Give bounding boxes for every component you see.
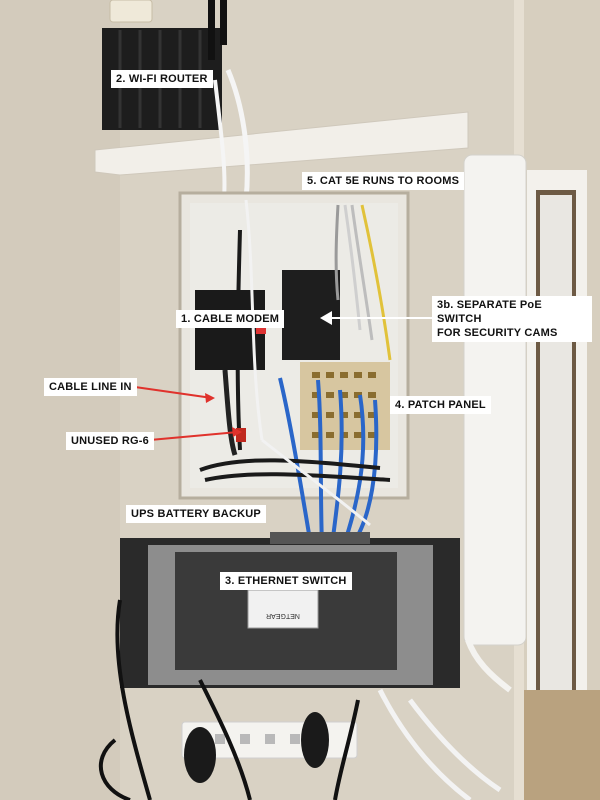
- rg6-connector: [236, 428, 246, 442]
- router-label: 2. WI-FI ROUTER: [111, 70, 213, 88]
- switch-product-label: [247, 589, 319, 629]
- poe-switch-label-line2: FOR SECURITY CAMS: [437, 327, 558, 339]
- red-arrow-cable-line-in: [127, 385, 215, 403]
- cable-line-in-label: CABLE LINE IN: [44, 378, 137, 396]
- switch-plate: [109, 0, 153, 23]
- ethernet-switch-label: 3. ETHERNET SWITCH: [220, 572, 352, 590]
- red-arrow-unused-rg6: [149, 427, 242, 441]
- white-power-cords: [377, 688, 502, 800]
- router-cord: [213, 79, 227, 201]
- raceway-cable: [465, 638, 512, 693]
- hallway-floor: [520, 690, 600, 800]
- cat5e-cables: [334, 204, 392, 361]
- wall-shadow: [0, 0, 120, 800]
- power-adapter: [301, 712, 329, 768]
- router-antenna: [220, 0, 227, 45]
- power-adapter: [184, 727, 216, 783]
- ups-label: UPS BATTERY BACKUP: [126, 505, 266, 523]
- cable-modem-label: 1. CABLE MODEM: [176, 310, 285, 328]
- patch-panel-ports: [312, 372, 376, 438]
- modem-indicator: [256, 322, 266, 334]
- router-antenna: [208, 0, 215, 60]
- switch-brand-text: NETGEAR: [266, 612, 300, 619]
- power-cords: [98, 599, 360, 800]
- white-arrow-poe-switch: [320, 311, 432, 325]
- shelf: [94, 111, 469, 176]
- poe-switch-label: 3b. SEPARATE PoE SWITCH FOR SECURITY CAM…: [432, 296, 592, 342]
- patch-panel-label: 4. PATCH PANEL: [390, 396, 491, 414]
- coax-cable: [222, 369, 238, 456]
- door-panel: [540, 195, 572, 695]
- poe-switch-label-line1: 3b. SEPARATE PoE SWITCH: [437, 299, 542, 325]
- switch-top-ports: [270, 532, 370, 544]
- black-cable-bundle: [199, 229, 391, 482]
- cat5e-label: 5. CAT 5E RUNS TO ROOMS: [302, 172, 465, 190]
- router-cord: [225, 69, 250, 201]
- unused-rg6-label: UNUSED RG-6: [66, 432, 154, 450]
